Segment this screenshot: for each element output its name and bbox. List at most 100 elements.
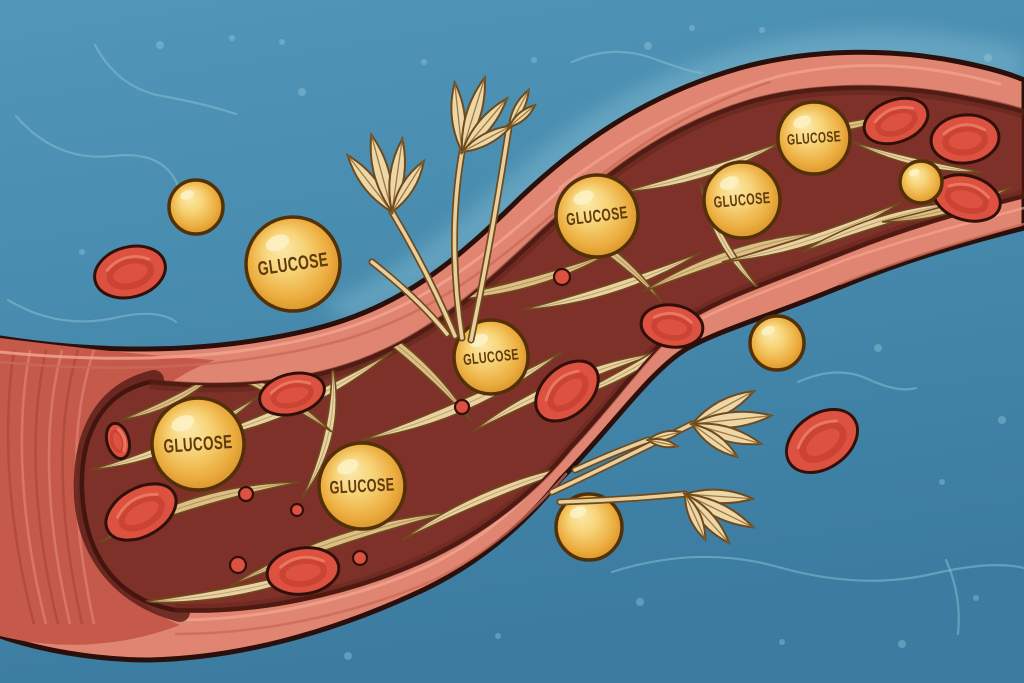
- background-squiggle: [796, 371, 918, 391]
- vessel-cut-end: [0, 338, 215, 645]
- red-blood-cells: [93, 96, 1002, 596]
- red-blood-cell: [104, 482, 178, 542]
- vessel-streak: [61, 349, 84, 625]
- background-dot: [998, 416, 1006, 424]
- glucose-sphere-highlight: [569, 506, 587, 519]
- glucose-sphere-highlight: [337, 459, 359, 475]
- red-blood-cell: [534, 359, 600, 423]
- glucose-sphere: [554, 492, 624, 562]
- background-dot: [898, 640, 906, 648]
- glucose-sphere-body: [167, 178, 225, 236]
- background-dot: [973, 595, 979, 601]
- glucose-sphere: [167, 178, 225, 236]
- background-dot: [874, 344, 882, 352]
- vessel-wall-streak: [176, 460, 560, 622]
- background-dot: [984, 54, 992, 62]
- red-blood-cell: [932, 173, 1002, 223]
- vessel-streak: [6, 349, 36, 625]
- red-blood-cell: [93, 244, 167, 300]
- glucose-sphere: GLUCOSE: [702, 160, 782, 240]
- fiber-strand: [521, 251, 703, 311]
- red-blood-cell: [929, 113, 1001, 165]
- background-dot: [939, 479, 945, 485]
- background-dot: [779, 639, 785, 645]
- glucose-sphere-highlight: [265, 234, 290, 252]
- red-blood-cell: [639, 303, 705, 349]
- glucose-sphere-highlight: [720, 176, 739, 190]
- background-dot: [689, 25, 695, 31]
- platelet-dots: [228, 267, 572, 575]
- red-blood-cell: [258, 371, 326, 417]
- platelet-dot: [351, 549, 369, 567]
- glucose-label: GLUCOSE: [163, 432, 233, 458]
- fiber-strand-body: [721, 201, 903, 263]
- fiber-strand-vein: [229, 511, 453, 587]
- glucose-spheres: GLUCOSE GLUCOSE GLUCOSE GLUCOSE GLUCOSE GLUCO…: [150, 100, 944, 562]
- fiber-strand-body: [521, 251, 703, 311]
- fiber-leaf: [390, 158, 426, 215]
- background-dot: [531, 57, 537, 63]
- glucose-label: GLUCOSE: [462, 346, 519, 369]
- platelet-dot: [237, 485, 255, 503]
- glucose-sphere-highlight: [908, 168, 920, 177]
- glucose-sphere-highlight: [171, 415, 195, 432]
- glucose-sphere-highlight: [761, 326, 775, 336]
- background-squiggle: [610, 555, 1024, 582]
- platelet-dot: [289, 502, 305, 518]
- fiber-strand-body: [851, 141, 983, 173]
- glucose-sphere-highlight: [180, 190, 194, 200]
- fiber-strand-vein: [721, 201, 903, 263]
- background-squiggle: [93, 43, 238, 116]
- vessel-wall-streak: [838, 222, 1024, 286]
- fiber-stem: [558, 492, 687, 504]
- background-dot: [421, 59, 427, 65]
- red-blood-cell: [104, 421, 132, 461]
- fiber-stem: [370, 260, 449, 336]
- glucose-sphere-highlight: [573, 190, 594, 205]
- fiber-leaf: [689, 422, 740, 459]
- glucose-sphere: GLUCOSE: [554, 173, 640, 259]
- glucose-sphere: GLUCOSE: [776, 100, 852, 176]
- background-dot: [759, 27, 765, 33]
- background-dot: [229, 35, 235, 41]
- glucose-sphere: [898, 159, 944, 205]
- wheat-fiber-sprig: [548, 389, 775, 546]
- fiber-stem: [469, 125, 511, 342]
- vessel-streak: [20, 349, 48, 625]
- fiber-strand-body: [139, 561, 341, 604]
- fiber-strand: [721, 201, 903, 263]
- fiber-stem: [452, 150, 464, 340]
- background-dot: [636, 598, 644, 606]
- fiber-strand-body: [361, 351, 563, 441]
- vessel-streak: [47, 349, 72, 625]
- platelet-dot: [552, 267, 572, 287]
- background-squiggle: [14, 114, 180, 188]
- glucose-label: GLUCOSE: [787, 128, 842, 149]
- fiber-leaf: [645, 437, 680, 449]
- background-dot: [495, 633, 501, 639]
- vessel-streak: [34, 349, 60, 625]
- fiber-strand-vein: [521, 251, 703, 311]
- glucose-sphere-body: [748, 314, 806, 372]
- vessel-wall-streak: [558, 64, 1002, 190]
- background-dot: [344, 652, 352, 660]
- lumen-bottom-shadow: [174, 189, 1024, 613]
- background-dot: [298, 88, 306, 96]
- fiber-stem: [573, 438, 650, 472]
- glucose-label: GLUCOSE: [713, 190, 771, 212]
- glucose-label: GLUCOSE: [329, 474, 395, 497]
- red-blood-cell: [784, 408, 860, 474]
- background-dot: [79, 249, 85, 255]
- background-squiggle: [6, 298, 178, 324]
- red-blood-cell: [265, 546, 341, 596]
- vessel-wall-streak: [174, 472, 568, 636]
- fiber-strand-vein: [621, 141, 783, 193]
- glucose-sphere: [748, 314, 806, 372]
- background-dot: [156, 41, 164, 49]
- glucose-sphere-highlight: [793, 115, 812, 129]
- red-blood-cell: [862, 96, 930, 146]
- fiber-leaf: [683, 491, 707, 542]
- wheat-fiber-sprig: [345, 74, 537, 344]
- fiber-strand-body: [881, 186, 1013, 223]
